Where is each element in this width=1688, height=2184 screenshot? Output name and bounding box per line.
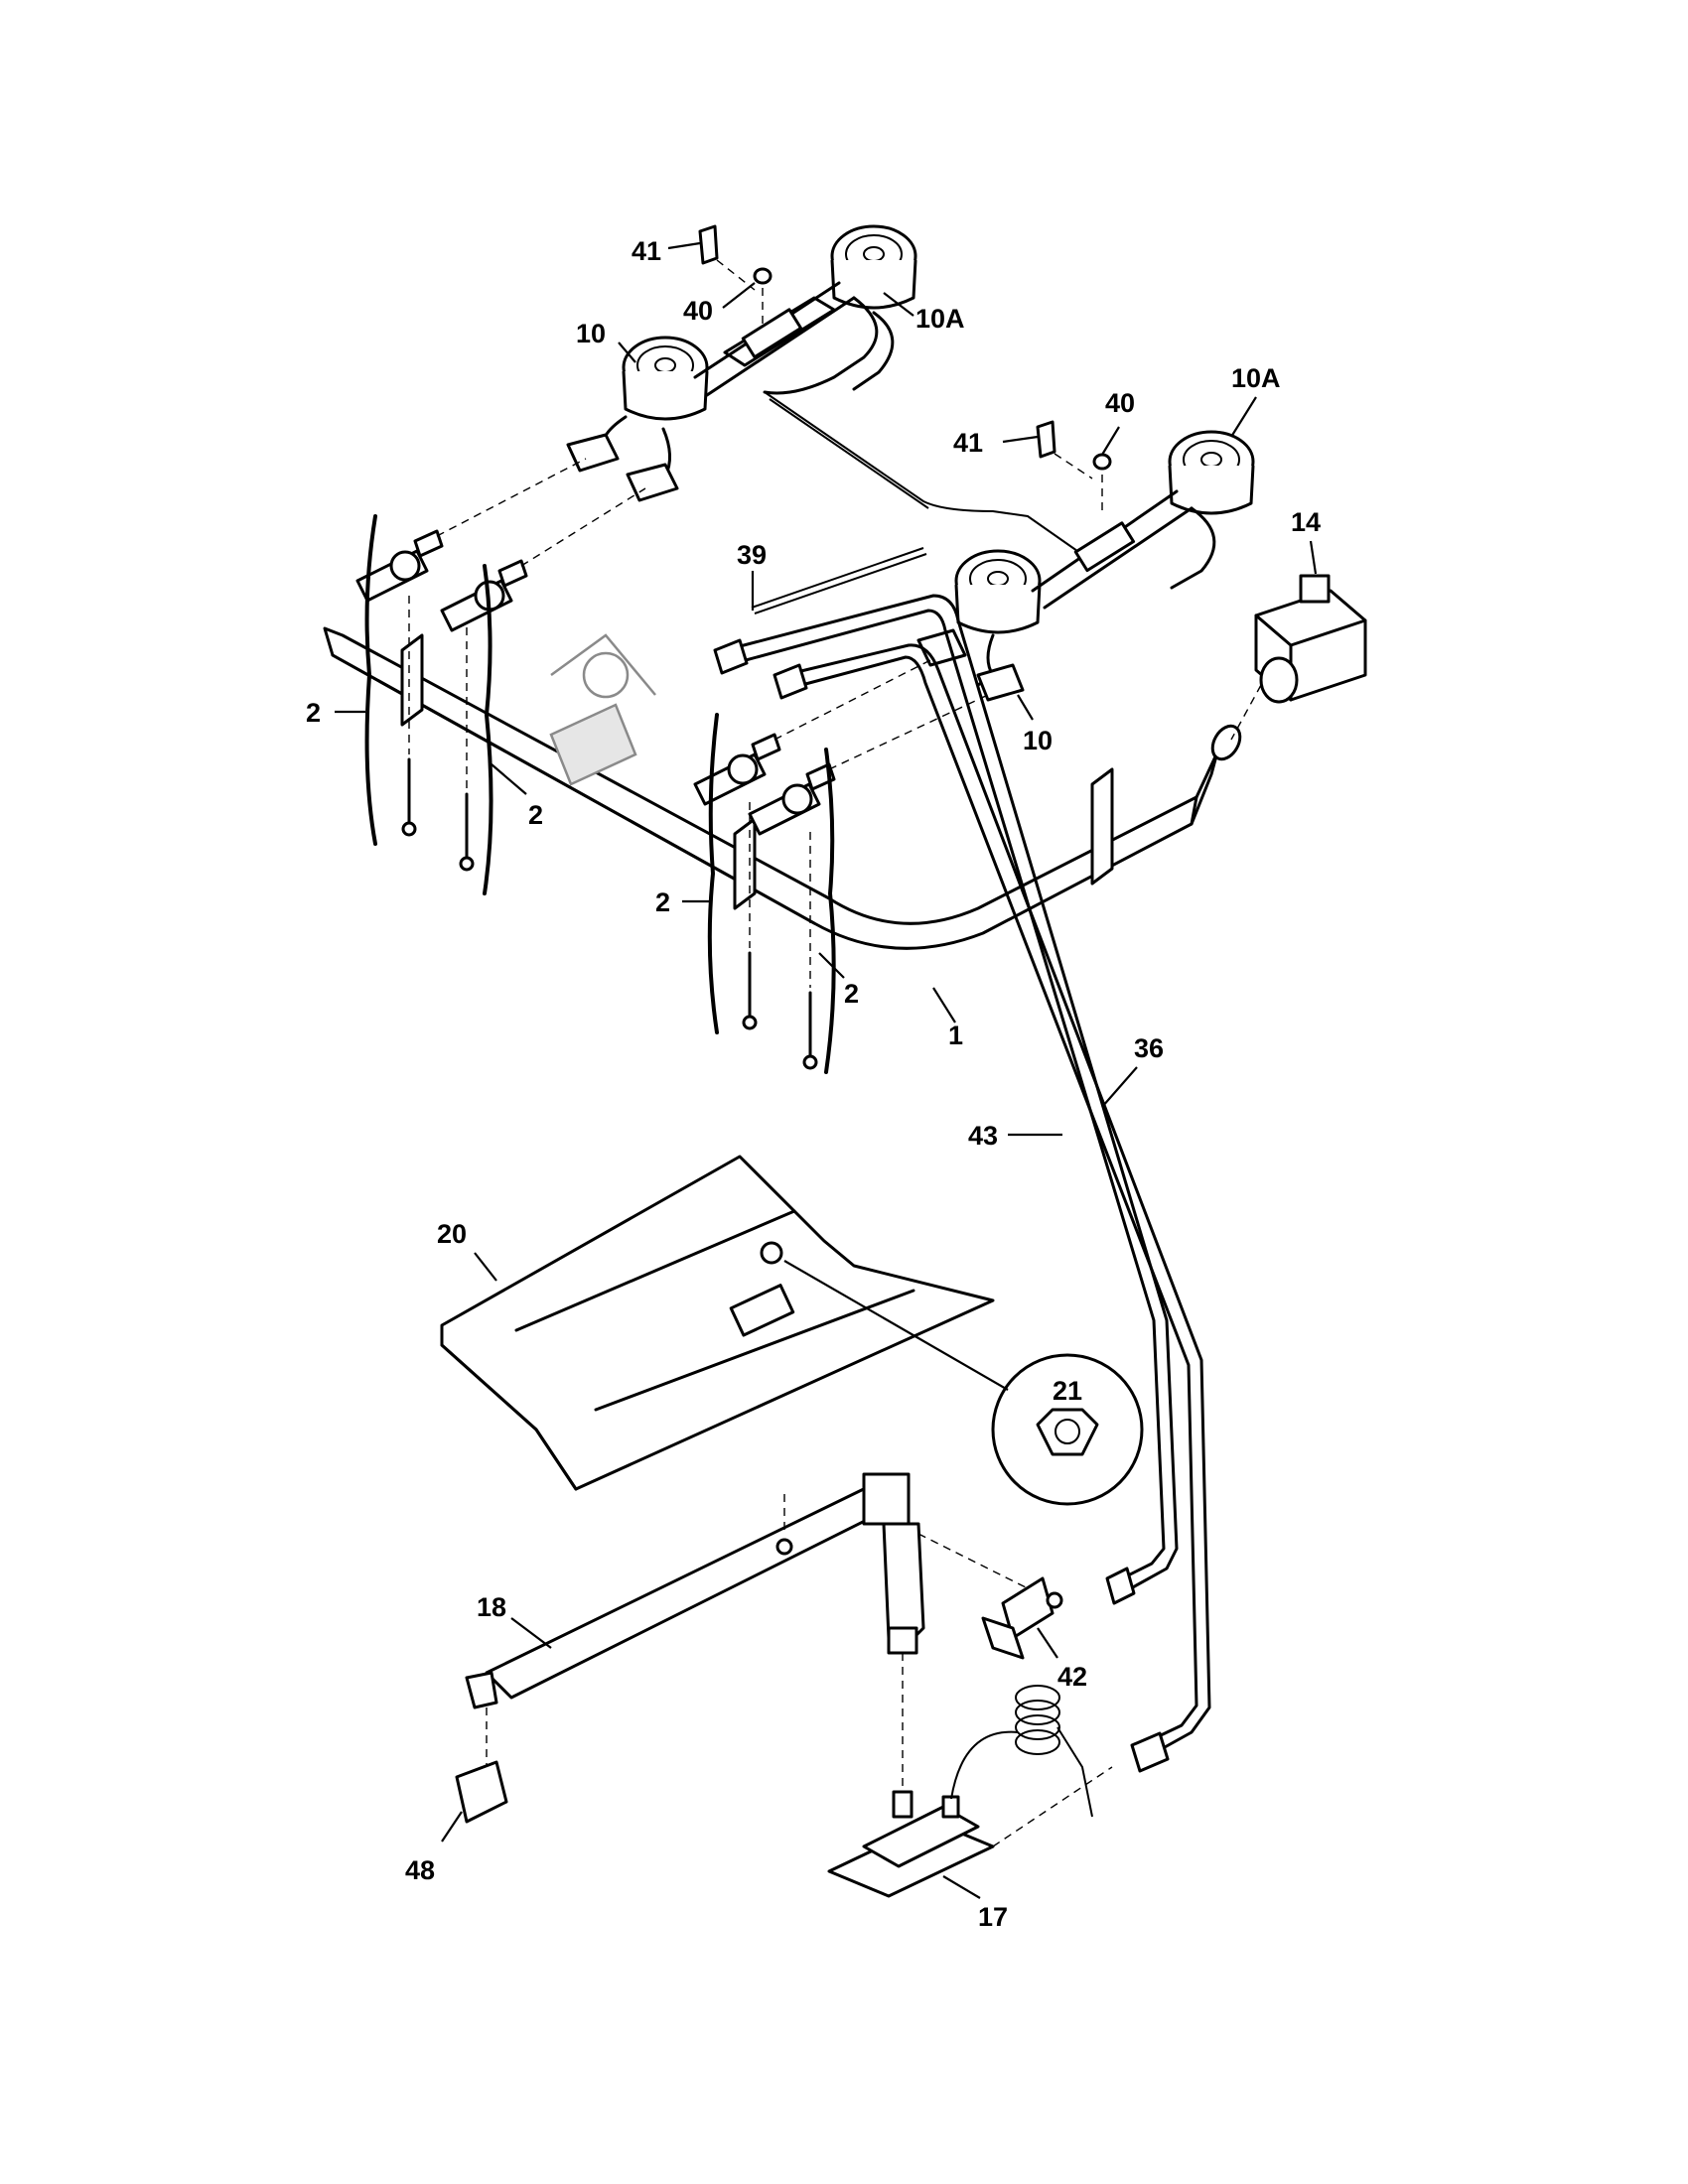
top-burner-assembly-left (566, 224, 917, 502)
callout-42: 42 (1057, 1662, 1087, 1692)
callout-2-b: 2 (528, 800, 543, 830)
callout-2-d: 2 (844, 979, 859, 1009)
callout-10A-b: 10A (1231, 363, 1281, 393)
bracket-48 (455, 1760, 508, 1824)
callout-41-a: 41 (632, 236, 661, 266)
manifold-pipe (323, 626, 1242, 950)
callout-40-b: 40 (1105, 388, 1135, 418)
leader-lines (335, 241, 1318, 1899)
gas-valve-14 (1230, 574, 1367, 741)
broil-baffle-20 (440, 1155, 995, 1491)
callout-36: 36 (1134, 1033, 1164, 1063)
top-burner-assembly-right (916, 430, 1255, 702)
lock-nut-detail-21 (783, 1260, 1144, 1506)
callout-18: 18 (477, 1592, 506, 1622)
callout-2-a: 2 (306, 698, 321, 728)
broil-burner-18 (465, 1472, 1029, 1787)
callout-41-b: 41 (953, 428, 983, 458)
thermocouple-bracket-42 (981, 1576, 1063, 1660)
callout-10A-a: 10A (915, 304, 965, 334)
callout-20: 20 (437, 1219, 467, 1249)
spark-ignition-wire (751, 391, 1078, 614)
callout-10-b: 10 (1023, 726, 1053, 755)
callout-1: 1 (948, 1021, 963, 1050)
burner-valves (355, 458, 989, 1074)
safety-valve-17 (827, 1685, 1113, 1898)
callout-40-a: 40 (683, 296, 713, 326)
callout-43: 43 (968, 1121, 998, 1151)
callout-10-a: 10 (576, 319, 606, 348)
callout-17: 17 (978, 1902, 1008, 1932)
callout-21: 21 (1053, 1376, 1082, 1406)
callout-14: 14 (1291, 507, 1321, 537)
callout-39: 39 (737, 540, 767, 570)
supply-tubes (713, 594, 1211, 1773)
callout-2-c: 2 (655, 887, 670, 917)
callout-48: 48 (405, 1855, 435, 1885)
small-hardware (698, 224, 1112, 516)
